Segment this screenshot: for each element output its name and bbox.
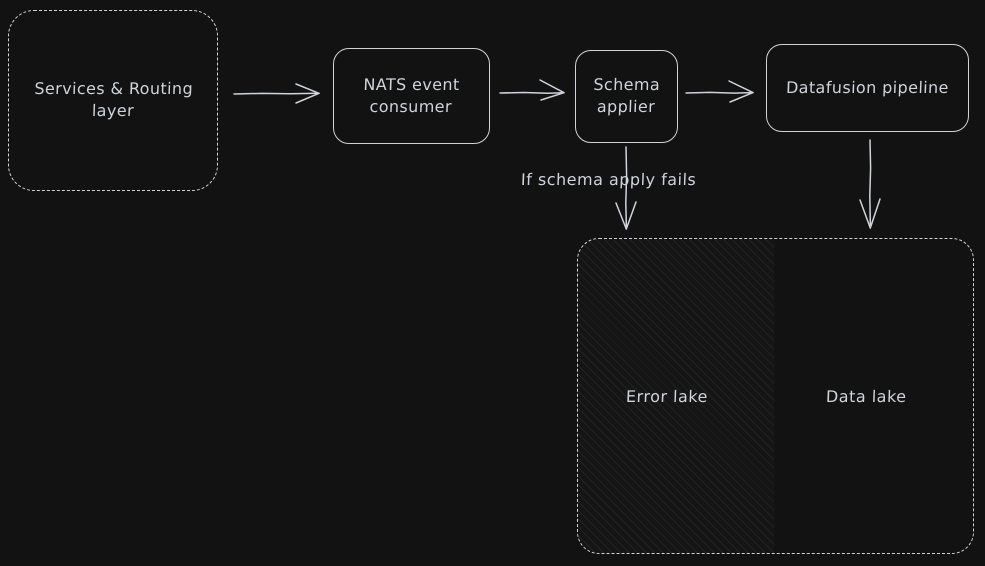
node-label: Services & Routing layer bbox=[33, 79, 194, 121]
arrow-nats-to-schema bbox=[499, 79, 565, 101]
arrow-datafusion-to-data-lake bbox=[859, 139, 881, 229]
node-datafusion-pipeline[interactable]: Datafusion pipeline bbox=[766, 44, 969, 132]
data-lake-label: Data lake bbox=[825, 387, 907, 406]
error-lake-hatch-fill bbox=[578, 239, 774, 553]
error-lake-label: Error lake bbox=[625, 387, 709, 406]
arrow-schema-to-datafusion bbox=[685, 80, 754, 103]
node-lake-container[interactable]: Error lake Data lake bbox=[577, 238, 974, 554]
node-schema-applier[interactable]: Schema applier bbox=[575, 50, 678, 143]
node-label: Datafusion pipeline bbox=[785, 77, 950, 97]
arrow-services-to-nats bbox=[233, 83, 320, 104]
node-nats-event-consumer[interactable]: NATS event consumer bbox=[333, 48, 490, 144]
node-label: Schema applier bbox=[593, 75, 661, 117]
node-label: NATS event consumer bbox=[363, 74, 461, 116]
edge-label-if-schema-apply-fails: If schema apply fails bbox=[520, 170, 697, 189]
node-services-routing-layer[interactable]: Services & Routing layer bbox=[8, 10, 218, 191]
